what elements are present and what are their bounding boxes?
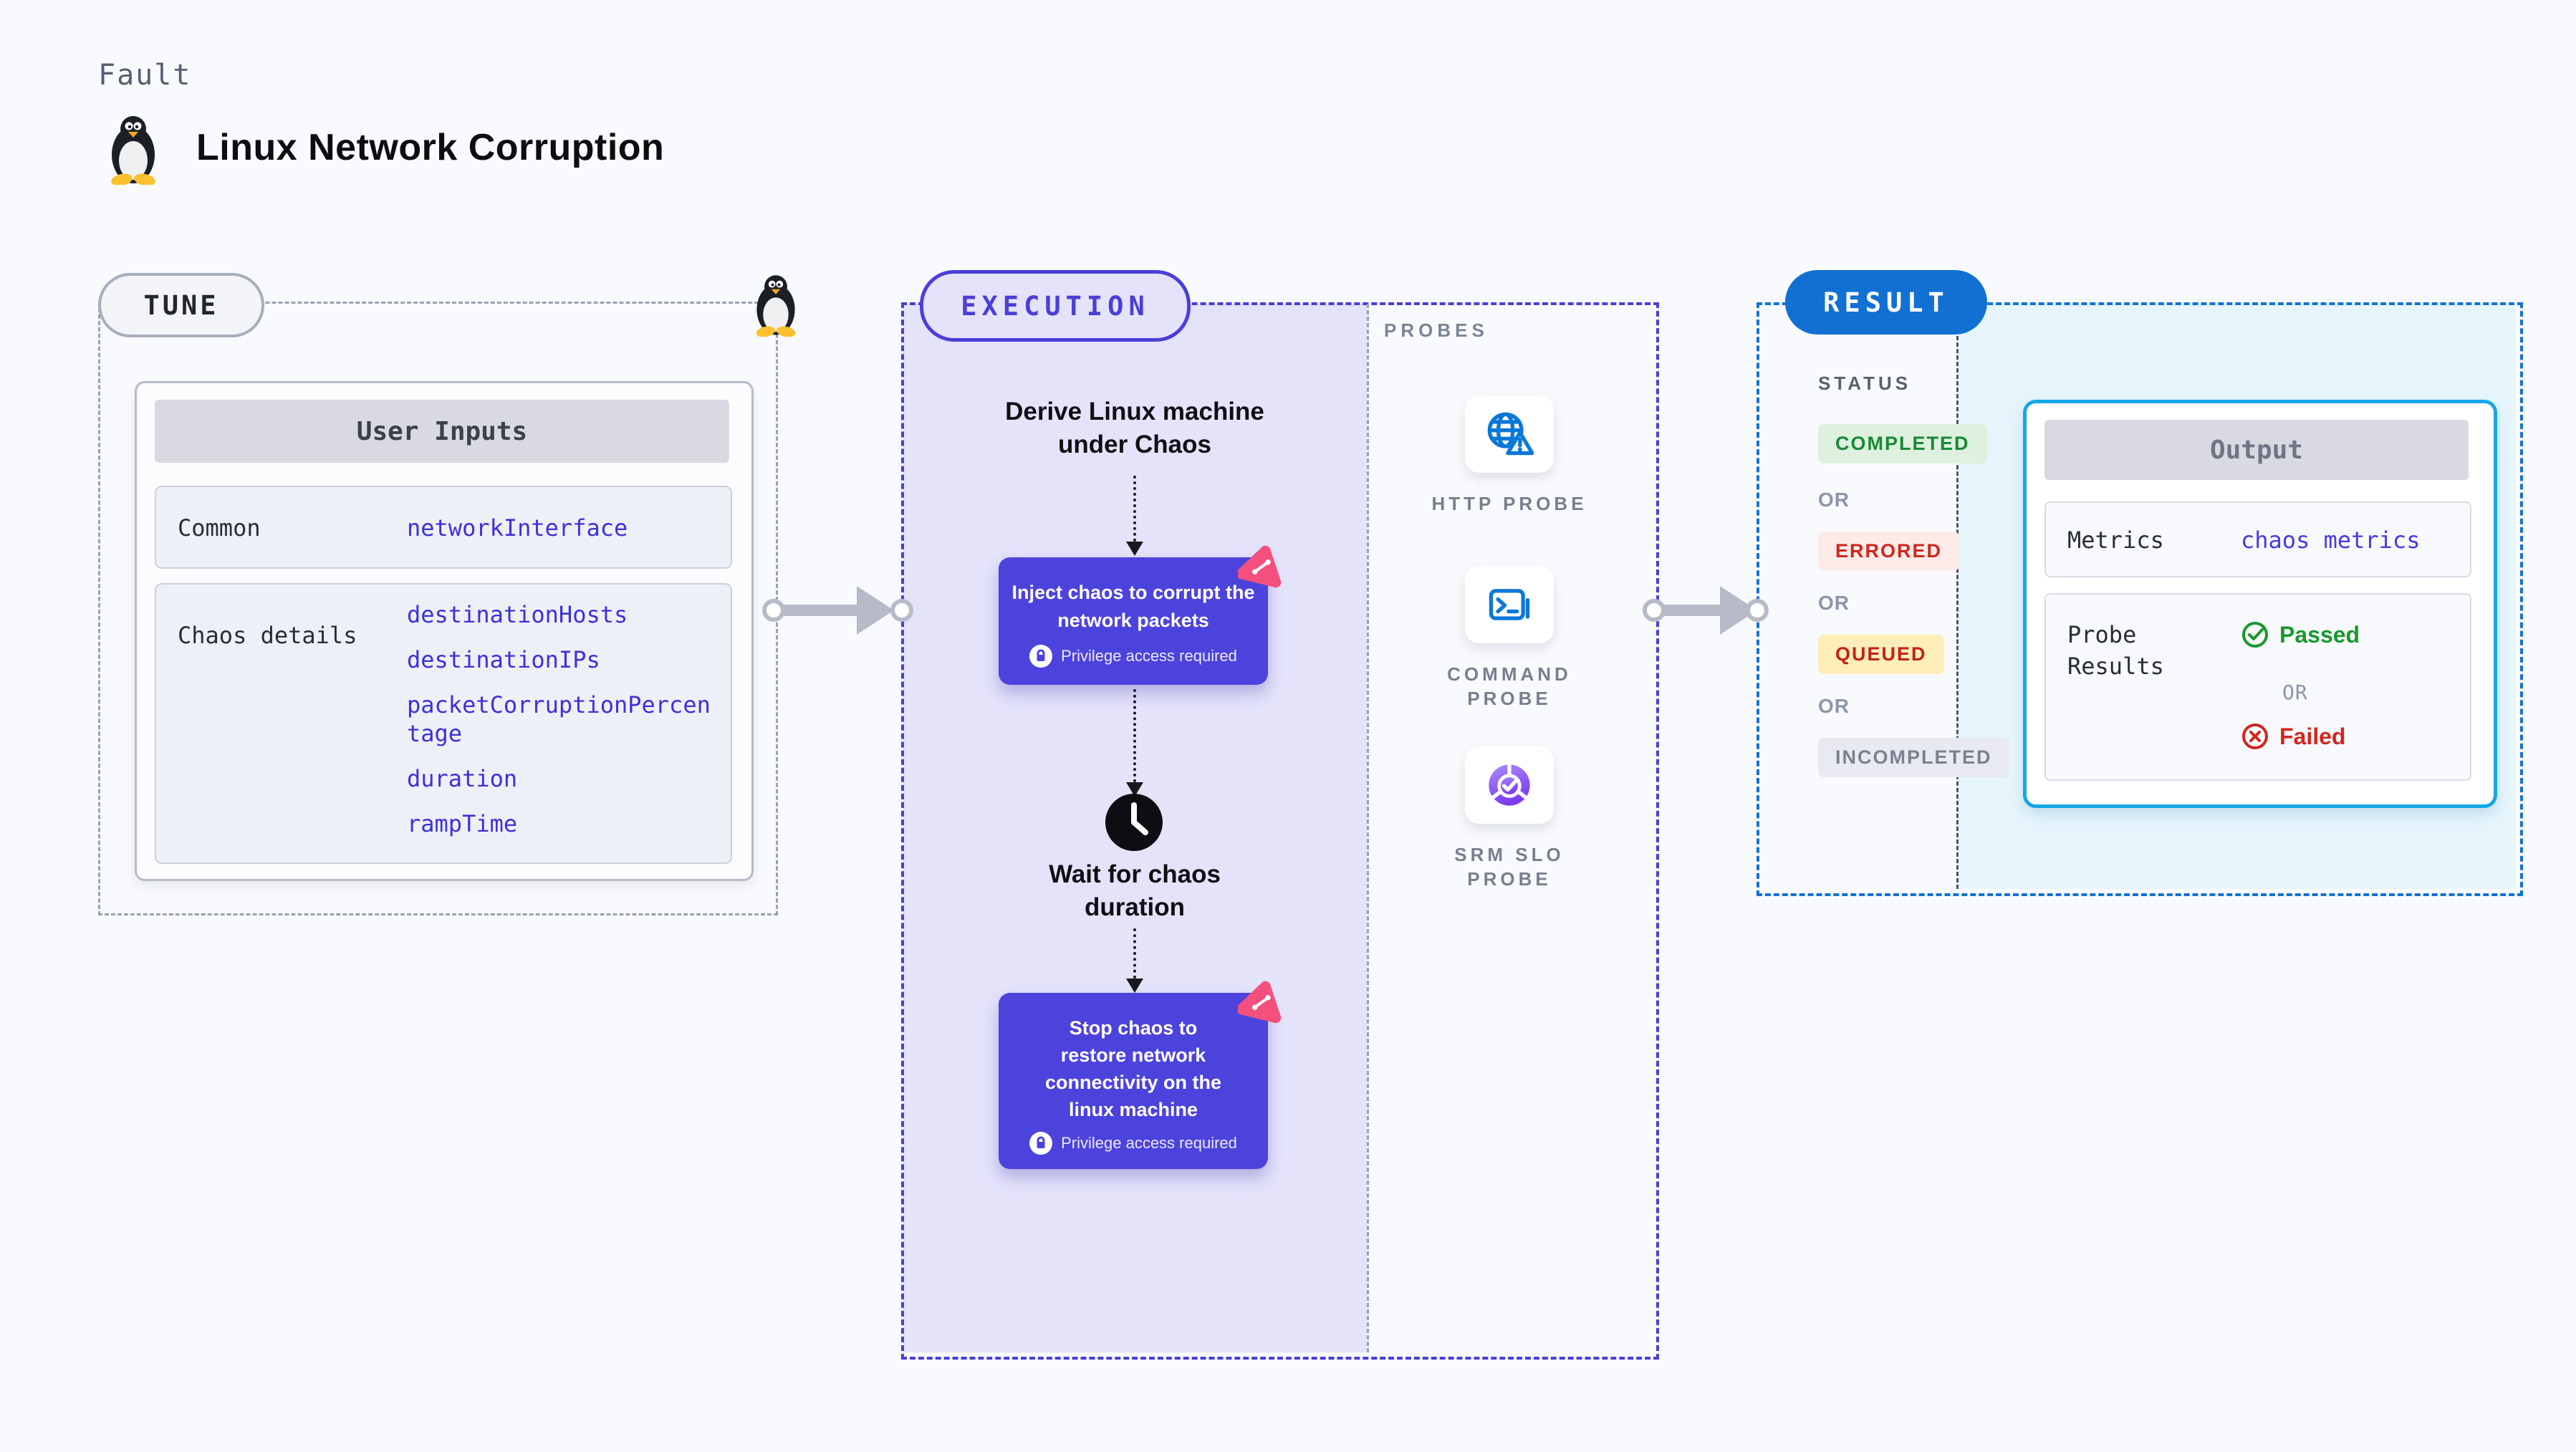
chaos-value: destinationHosts [407,601,628,628]
input-row-common: Common networkInterface [155,486,732,569]
status-output-divider [1956,304,1959,889]
chaos-value: destinationIPs [407,646,600,673]
connector-dot [762,599,785,622]
stop-chaos-node: Stop chaos to restore network connectivi… [999,981,1282,1169]
node-line: linux machine [1068,1099,1198,1120]
srm-slo-probe-card [1465,746,1554,824]
arrow-right-head [857,586,894,635]
lock-icon [1029,1132,1053,1155]
status-heading: STATUS [1818,372,1912,394]
connector-dot [1746,599,1769,622]
privilege-note: Privilege access required [999,1132,1268,1155]
connector-dot [890,599,913,622]
probe-results-label: Probe Results [2067,621,2164,680]
clock-icon [1104,792,1164,852]
inject-chaos-text: Inject chaos to corrupt the network pack… [999,579,1268,635]
stop-chaos-text: Stop chaos to restore network connectivi… [999,1014,1268,1123]
x-circle-icon [2241,722,2269,751]
chaos-value: duration [407,765,518,792]
flow-connector [1133,689,1136,782]
check-circle-icon [2241,620,2269,649]
metrics-label: Metrics [2067,527,2164,554]
execution-badge: EXECUTION [920,270,1191,342]
page-title: Linux Network Corruption [196,127,665,168]
http-probe-card [1465,395,1554,473]
globe-warning-icon [1485,410,1534,458]
http-probe-label: HTTP PROBE [1431,493,1587,514]
or-separator: OR [1818,489,1850,511]
status-badge-queued: QUEUED [1818,635,1944,674]
privilege-label: Privilege access required [1061,1134,1237,1152]
arrow-right [784,605,858,616]
failed-result: Failed [2241,722,2345,751]
command-probe-card [1465,566,1554,643]
terminal-icon [1485,580,1534,629]
or-separator: OR [2282,681,2308,704]
fault-kicker: Fault [98,59,192,92]
tux-penguin-small-icon [748,272,804,337]
privilege-note: Privilege access required [999,645,1268,668]
flow-connector-arrowhead [1126,542,1143,556]
chaos-values-list: destinationHosts destinationIPs packetCo… [407,600,711,855]
row-label: Common [178,514,261,542]
chaos-value: packetCorruptionPercentage [407,691,711,747]
flow-connector-arrowhead [1126,782,1143,797]
flow-connector-arrowhead [1126,979,1143,993]
status-badge-incompleted: INCOMPLETED [1818,738,2009,777]
tux-penguin-icon [102,113,165,185]
metrics-row: Metrics chaos metrics [2044,501,2471,577]
flow-connector [1133,928,1136,979]
row-value: networkInterface [407,514,628,542]
derive-step-text: Derive Linux machine under Chaos [977,395,1292,461]
lock-icon [1029,645,1053,668]
row-label: Chaos details [178,622,357,649]
slo-donut-check-icon [1485,761,1534,809]
execution-section [901,302,1659,1360]
arrow-right [1664,605,1723,616]
node-line: Stop chaos to [1069,1017,1198,1039]
wait-line: duration [1085,893,1185,921]
derive-line: under Chaos [1058,431,1211,458]
node-line: connectivity on the [1044,1072,1222,1093]
failed-label: Failed [2279,723,2346,749]
status-badge-completed: COMPLETED [1818,424,1987,463]
tune-badge: TUNE [98,273,264,337]
or-separator: OR [1818,695,1850,717]
flow-connector [1133,476,1136,542]
passed-label: Passed [2279,621,2360,648]
chaos-value: rampTime [407,810,518,837]
srm-slo-probe-label: SRM SLO PROBE [1454,844,1565,890]
node-line: Inject chaos to corrupt the [1011,582,1255,603]
chaos-logo-icon [1238,543,1285,590]
connector-dot [1643,599,1666,622]
privilege-label: Privilege access required [1061,647,1237,665]
input-row-chaos-details: Chaos details destinationHosts destinati… [155,583,732,864]
result-badge: RESULT [1785,270,1987,335]
command-probe-label: COMMAND PROBE [1447,663,1572,709]
probe-results-row: Probe Results Passed OR Failed [2044,593,2471,781]
probes-heading: PROBES [1384,319,1489,341]
status-badge-errored: ERRORED [1818,532,1960,571]
or-separator: OR [1818,592,1850,614]
node-line: restore network [1060,1044,1206,1066]
user-inputs-header: User Inputs [155,400,729,463]
wait-step-text: Wait for chaos duration [1006,858,1264,924]
chaos-logo-icon [1238,979,1285,1026]
output-header: Output [2044,420,2469,480]
execution-probes-divider [1367,304,1369,1352]
metrics-value: chaos metrics [2241,527,2421,554]
wait-line: Wait for chaos [1049,860,1221,888]
node-line: network packets [1057,610,1209,631]
passed-result: Passed [2241,620,2360,649]
inject-chaos-node: Inject chaos to corrupt the network pack… [999,545,1282,685]
derive-line: Derive Linux machine [1005,398,1264,425]
